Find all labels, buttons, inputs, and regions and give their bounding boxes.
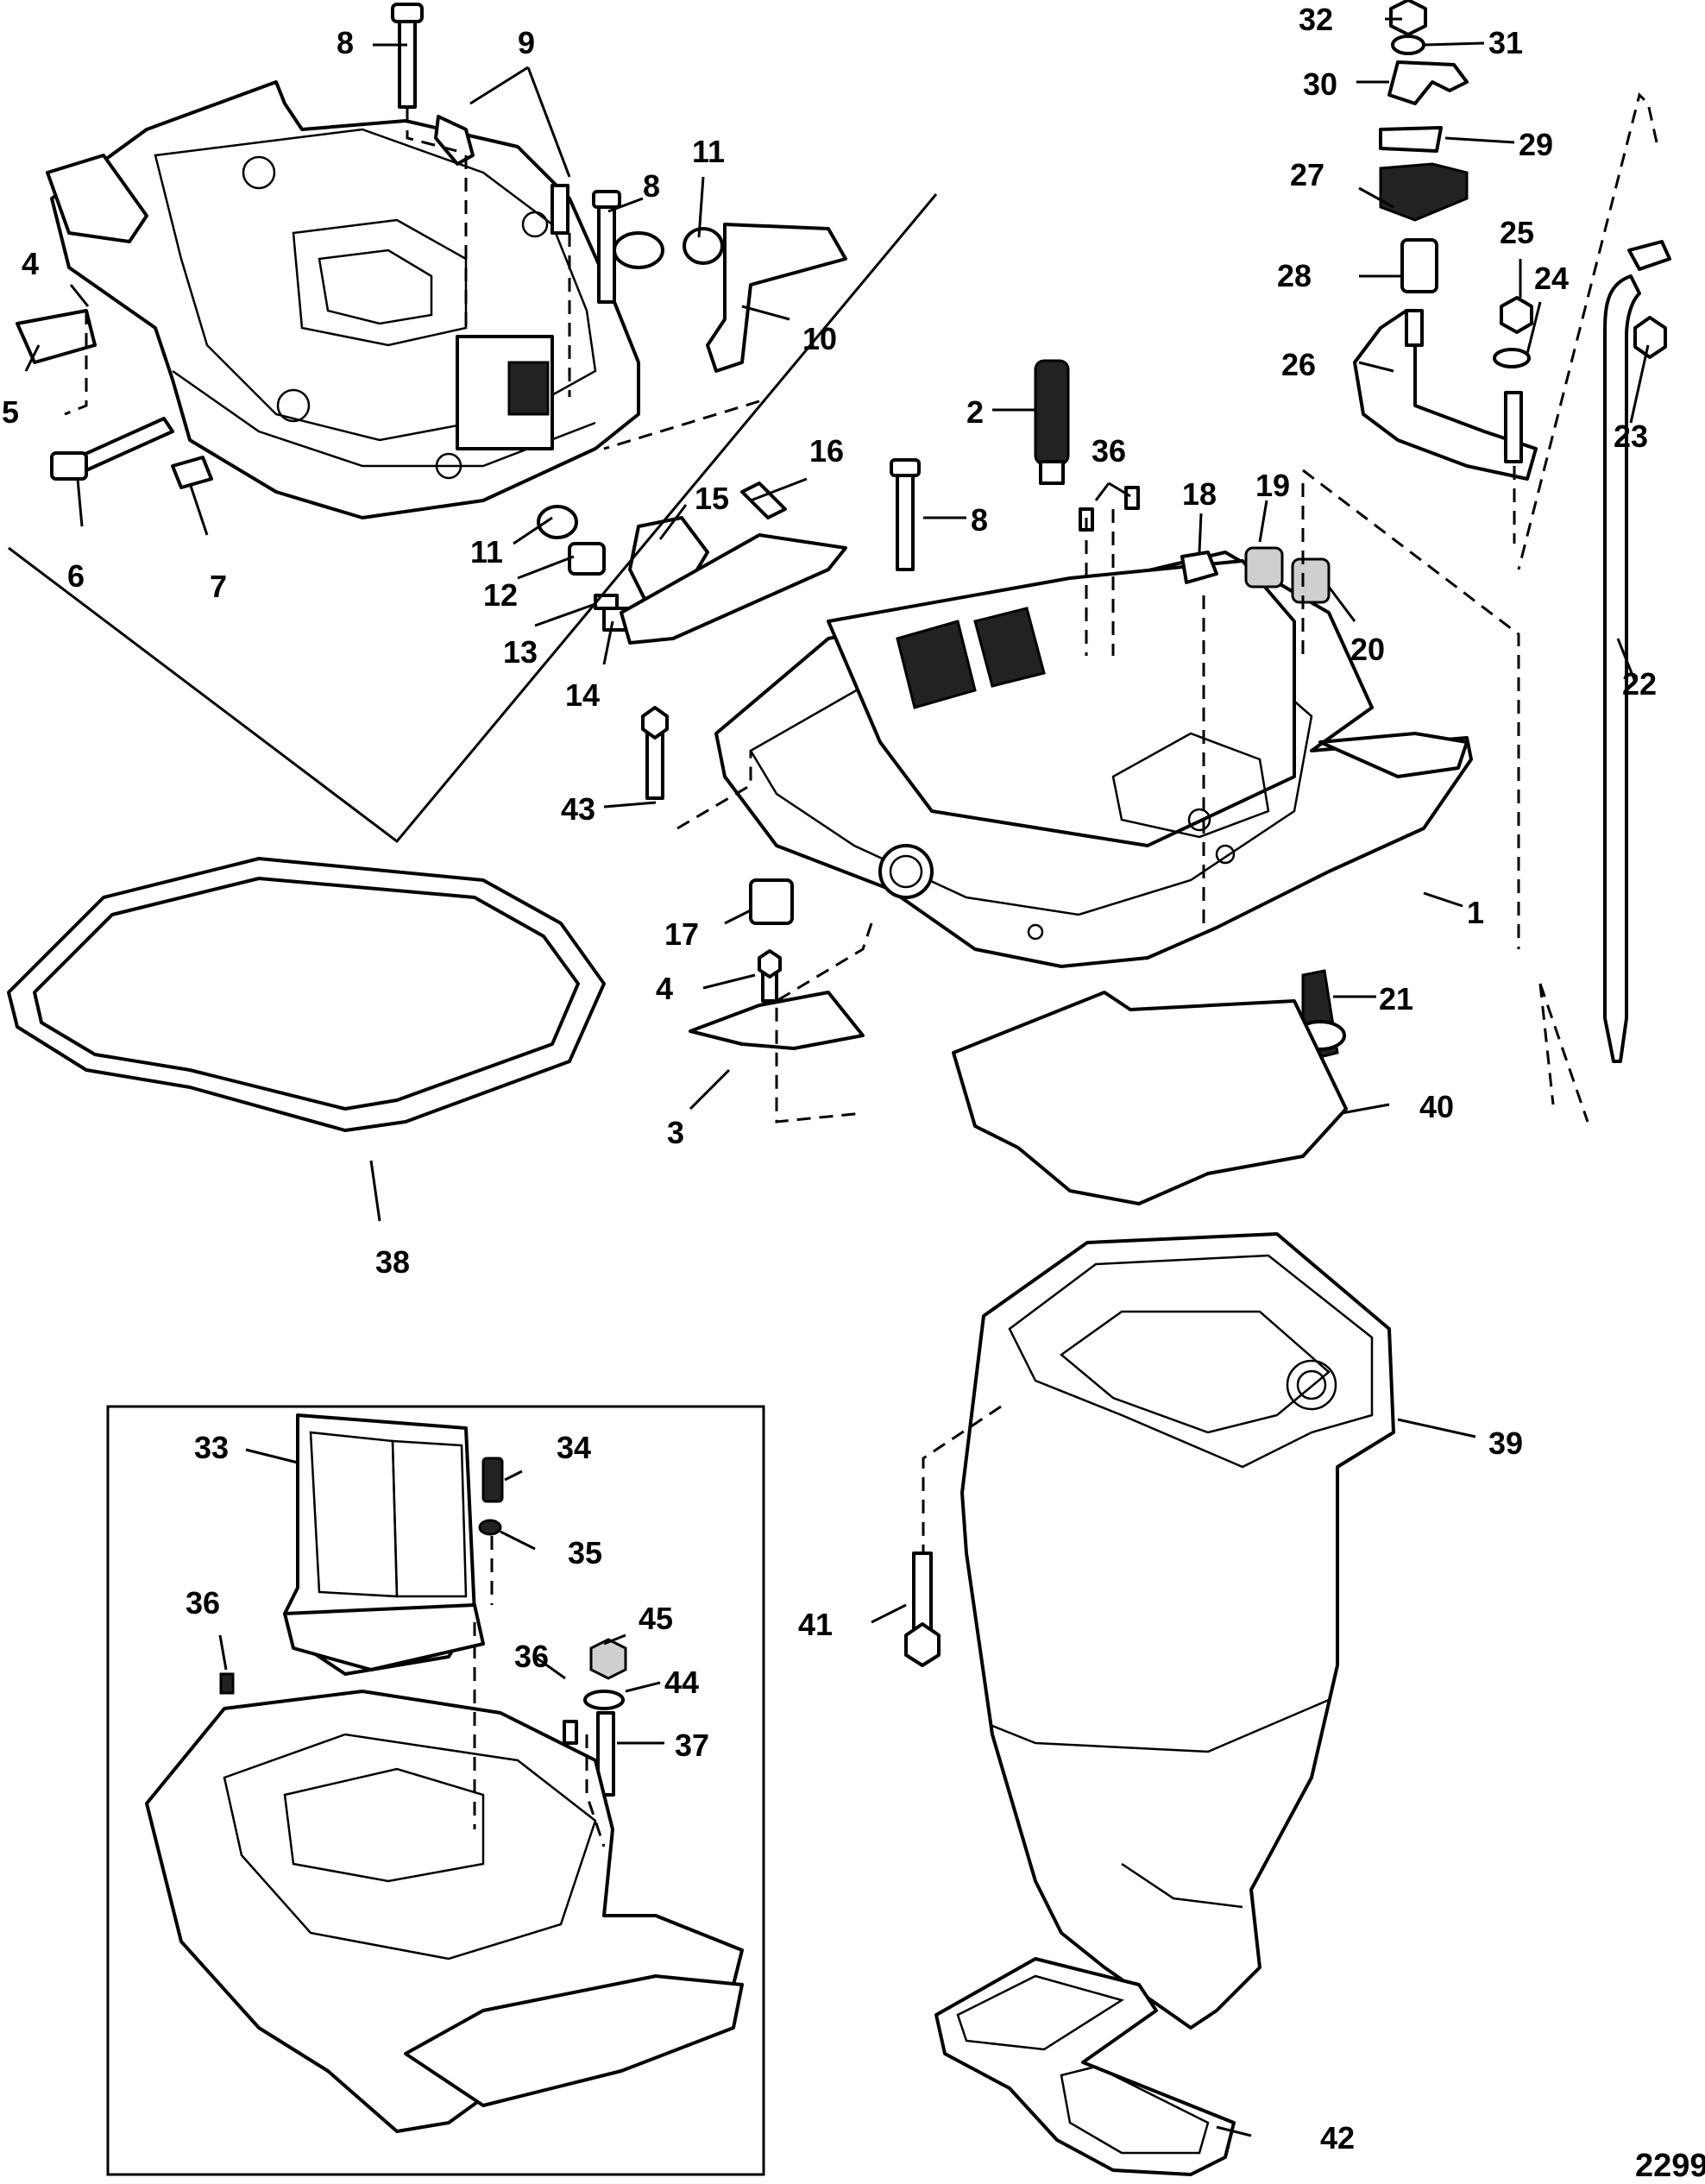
callout-1: 1 xyxy=(1467,895,1484,930)
inset-assembly xyxy=(145,1413,744,2133)
parts-top-right xyxy=(1353,0,1671,1063)
callout-40: 40 xyxy=(1419,1089,1454,1124)
callout-14: 14 xyxy=(565,677,600,713)
callout-10: 10 xyxy=(802,321,837,356)
figure-number: 2299 xyxy=(1635,2148,1705,2184)
callout-36: 36 xyxy=(1092,433,1126,469)
callout-25: 25 xyxy=(1500,215,1534,250)
callout-23: 23 xyxy=(1614,419,1648,454)
callout-3: 3 xyxy=(667,1115,684,1150)
callout-41: 41 xyxy=(798,1607,833,1642)
callout-44: 44 xyxy=(664,1665,699,1700)
inset-frame xyxy=(106,1405,765,2176)
gasket-40 xyxy=(952,991,1348,1205)
callout-17: 17 xyxy=(664,916,699,952)
callout-8: 8 xyxy=(643,168,660,204)
dashed-guide xyxy=(775,922,873,1123)
callout-28: 28 xyxy=(1277,258,1312,293)
callout-34: 34 xyxy=(557,1430,591,1465)
dashed-guide xyxy=(922,1405,1002,1588)
callout-37: 37 xyxy=(675,1728,709,1763)
adapter-plate-main xyxy=(714,551,1473,968)
callout-20: 20 xyxy=(1350,632,1385,667)
callout-5: 5 xyxy=(2,394,19,430)
driveshaft-housing xyxy=(960,1232,1395,2030)
callout-35: 35 xyxy=(568,1535,602,1570)
callout-12: 12 xyxy=(483,577,518,613)
callout-27: 27 xyxy=(1290,157,1324,192)
callout-32: 32 xyxy=(1299,2,1333,37)
callout-13: 13 xyxy=(503,634,538,670)
callout-11: 11 xyxy=(692,134,725,169)
parts-lower-right xyxy=(904,1551,941,1667)
callout-38: 38 xyxy=(375,1244,410,1280)
callout-33: 33 xyxy=(194,1430,229,1465)
callout-16: 16 xyxy=(809,433,844,469)
gasket-42 xyxy=(934,1957,1236,2176)
dashed-guide xyxy=(1517,92,1658,570)
dashed-guide xyxy=(1302,469,1520,949)
callout-29: 29 xyxy=(1519,127,1553,162)
callout-36: 36 xyxy=(186,1585,220,1621)
dashed-guide xyxy=(1538,983,1555,1105)
callout-8: 8 xyxy=(337,25,354,60)
group-divider-line xyxy=(8,193,938,844)
callout-6: 6 xyxy=(67,558,85,594)
dashed-guide xyxy=(585,1734,606,1847)
callout-22: 22 xyxy=(1622,666,1657,702)
callout-42: 42 xyxy=(1320,2120,1355,2156)
callout-26: 26 xyxy=(1281,347,1316,382)
parts-top-left xyxy=(16,3,847,645)
callout-43: 43 xyxy=(561,791,595,827)
leader-lines xyxy=(24,17,1650,2137)
callout-31: 31 xyxy=(1488,25,1523,60)
parts-center xyxy=(641,359,1346,1063)
callout-45: 45 xyxy=(639,1601,673,1636)
callout-30: 30 xyxy=(1303,66,1337,102)
callout-9: 9 xyxy=(518,25,535,60)
callout-19: 19 xyxy=(1255,468,1290,503)
callout-21: 21 xyxy=(1379,981,1413,1016)
callout-4: 4 xyxy=(656,971,673,1006)
adapter-plate-top xyxy=(46,80,640,519)
callout-15: 15 xyxy=(695,481,729,516)
callout-7: 7 xyxy=(210,569,227,604)
dashed-guide xyxy=(1538,983,1589,1123)
callout-39: 39 xyxy=(1488,1426,1523,1461)
callout-24: 24 xyxy=(1534,261,1569,296)
callout-18: 18 xyxy=(1182,476,1217,512)
callout-2: 2 xyxy=(966,394,984,430)
dashed-guide xyxy=(676,751,752,830)
callout-8: 8 xyxy=(971,502,988,538)
callout-11: 11 xyxy=(470,534,503,570)
callout-4: 4 xyxy=(22,246,39,281)
callout-36: 36 xyxy=(514,1639,549,1674)
seal-ring-38 xyxy=(7,857,606,1132)
